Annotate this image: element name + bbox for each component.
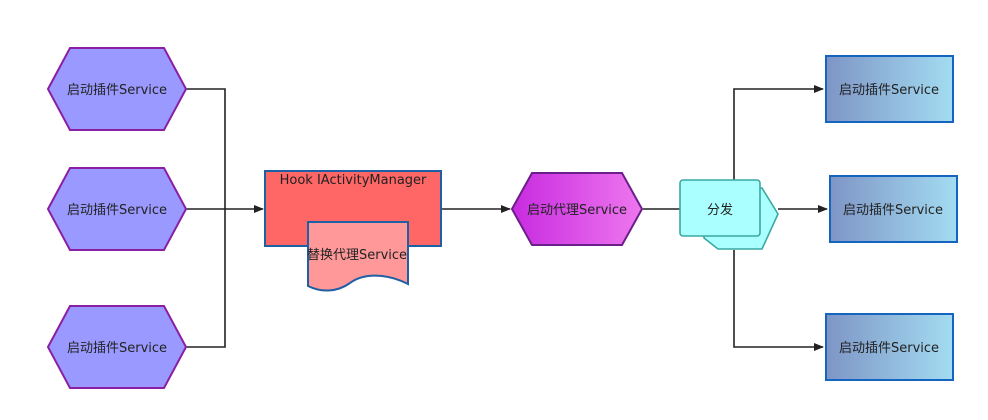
target-box-1 bbox=[825, 55, 954, 123]
edges bbox=[186, 85, 828, 351]
source-label-3: 启动插件Service bbox=[67, 341, 167, 356]
document-shape bbox=[307, 221, 409, 292]
dispatch-node: 分发 bbox=[679, 179, 779, 250]
target-label-3: 启动插件Service bbox=[839, 341, 939, 356]
target-node-2: 启动插件Service bbox=[829, 175, 958, 243]
dispatch-card bbox=[679, 179, 761, 237]
target-label-1: 启动插件Service bbox=[839, 83, 939, 98]
source-hexagon-1 bbox=[46, 47, 188, 131]
source-label-1: 启动插件Service bbox=[67, 83, 167, 98]
edge-source-3-to-hook bbox=[186, 209, 226, 348]
edge-dispatch-to-target-1 bbox=[733, 85, 824, 180]
source-label-2: 启动插件Service bbox=[67, 203, 167, 218]
source-hexagon-2 bbox=[46, 167, 188, 251]
proxy-hexagon bbox=[510, 172, 644, 246]
proxy-node: 启动代理Service bbox=[510, 172, 644, 246]
edge-dispatch-to-target-3 bbox=[733, 250, 824, 351]
target-box-2 bbox=[829, 175, 958, 243]
replace-proxy-document: 替换代理Service bbox=[307, 221, 409, 292]
source-node-3: 启动插件Service bbox=[46, 305, 188, 389]
target-node-3: 启动插件Service bbox=[825, 313, 954, 381]
replace-proxy-label: 替换代理Service bbox=[307, 248, 407, 263]
hook-label: Hook IActivityManager bbox=[280, 173, 427, 188]
target-label-2: 启动插件Service bbox=[843, 203, 943, 218]
edge-source-1-to-hook bbox=[186, 88, 226, 209]
proxy-label: 启动代理Service bbox=[527, 203, 627, 218]
source-node-1: 启动插件Service bbox=[46, 47, 188, 131]
target-node-1: 启动插件Service bbox=[825, 55, 954, 123]
target-box-3 bbox=[825, 313, 954, 381]
dispatch-label: 分发 bbox=[707, 202, 733, 218]
source-node-2: 启动插件Service bbox=[46, 167, 188, 251]
source-hexagon-3 bbox=[46, 305, 188, 389]
